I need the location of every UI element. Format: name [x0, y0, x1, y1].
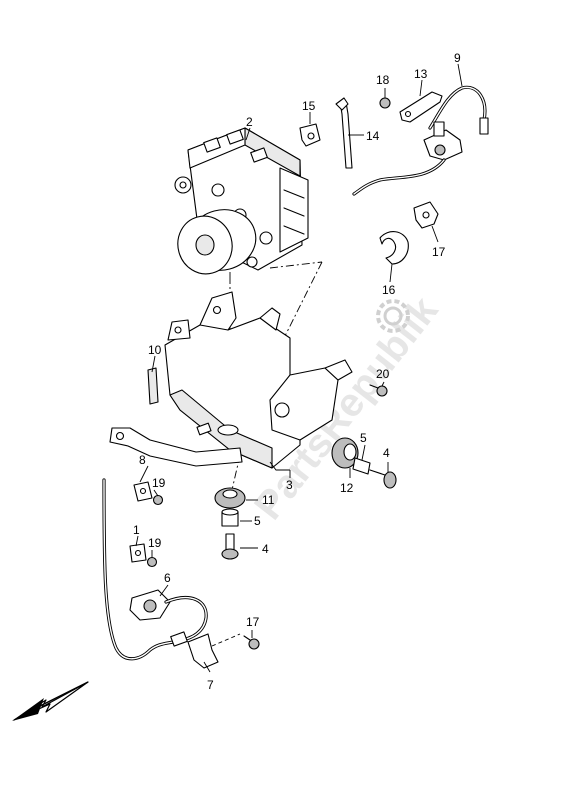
- callout-8: 8: [139, 453, 146, 467]
- grommet-lower[interactable]: [214, 487, 246, 509]
- callout-17-lower: 17: [246, 615, 260, 629]
- sensor-clamp[interactable]: [187, 633, 241, 669]
- bolt-17-lower[interactable]: [243, 635, 260, 650]
- callout-18: 18: [376, 73, 390, 87]
- callout-19-upper: 19: [152, 476, 166, 490]
- callout-2: 2: [246, 115, 253, 129]
- callout-10: 10: [148, 343, 162, 357]
- bracket-13[interactable]: [399, 91, 443, 123]
- bolt-lower[interactable]: [221, 533, 239, 560]
- mounting-bracket[interactable]: [109, 291, 353, 469]
- callout-16: 16: [382, 283, 396, 297]
- bolt-18[interactable]: [379, 97, 391, 109]
- collar-right[interactable]: [352, 457, 371, 475]
- callout-9: 9: [454, 51, 461, 65]
- watermark-gear-icon: [376, 299, 410, 333]
- callout-4-lower: 4: [262, 542, 269, 556]
- sensor-wire-left: [102, 478, 182, 661]
- front-direction-arrow-icon: [12, 681, 89, 721]
- clamp-16[interactable]: [379, 231, 409, 265]
- callout-20: 20: [376, 367, 390, 381]
- callout-15: 15: [302, 99, 316, 113]
- callout-numbers: 2 3 10 11 5 4 8 19 1 19 6 7 17 12 5 4 20…: [133, 51, 461, 692]
- grommet-right[interactable]: [331, 437, 359, 469]
- callout-4-right: 4: [383, 446, 390, 460]
- clamp-1[interactable]: [129, 543, 147, 563]
- callout-6: 6: [164, 571, 171, 585]
- callout-3: 3: [286, 478, 293, 492]
- front-wheel-speed-sensor[interactable]: [129, 589, 208, 647]
- callout-17-upper: 17: [432, 245, 446, 259]
- bolt-19-upper[interactable]: [152, 494, 164, 506]
- callout-19-lower: 19: [148, 536, 162, 550]
- callout-12: 12: [340, 481, 354, 495]
- callout-5-right: 5: [360, 431, 367, 445]
- rear-wheel-speed-sensor[interactable]: [352, 85, 489, 196]
- clamp-8[interactable]: [133, 481, 153, 502]
- callout-14: 14: [366, 129, 380, 143]
- clamp-15[interactable]: [299, 123, 321, 147]
- bolt-19-lower[interactable]: [146, 556, 158, 568]
- bolt-right[interactable]: [369, 469, 397, 489]
- callout-11: 11: [262, 493, 275, 507]
- callout-5-lower: 5: [254, 514, 261, 528]
- cable-tie-14[interactable]: [335, 97, 353, 169]
- collar-lower[interactable]: [221, 508, 239, 527]
- leader-lines: [135, 63, 463, 673]
- callout-7: 7: [207, 678, 214, 692]
- rubber-strip[interactable]: [147, 367, 159, 405]
- callout-1: 1: [133, 523, 140, 537]
- abs-hydraulic-unit[interactable]: [171, 127, 309, 280]
- clamp-17-upper[interactable]: [413, 201, 439, 229]
- callout-13: 13: [414, 67, 428, 81]
